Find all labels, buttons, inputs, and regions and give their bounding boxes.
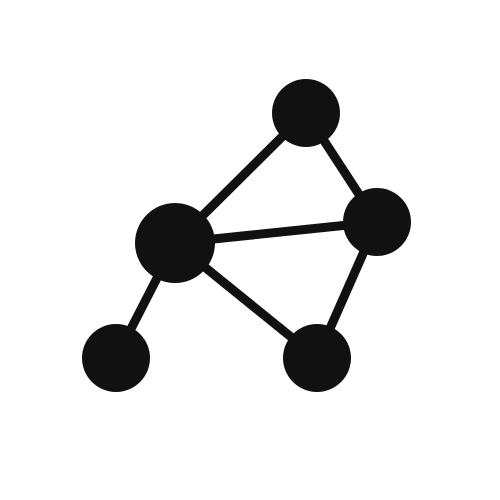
graph-node-center <box>135 203 215 283</box>
graph-node-bottom-left <box>82 324 150 392</box>
graph-node-right <box>343 188 411 256</box>
graph-node-bottom-right <box>283 324 351 392</box>
graph-nodes <box>82 79 411 392</box>
graph-node-top <box>272 79 340 147</box>
